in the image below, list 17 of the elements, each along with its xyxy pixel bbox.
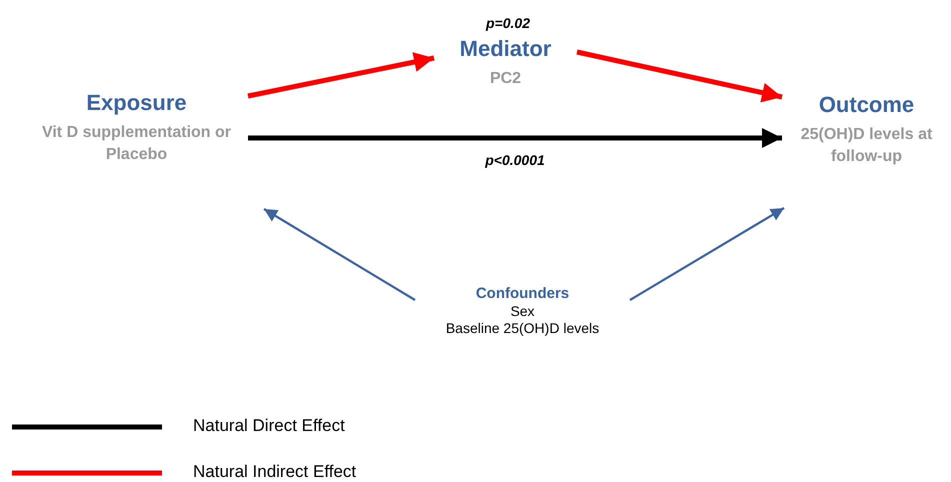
arrow xyxy=(248,128,782,148)
arrow xyxy=(263,208,416,301)
node-title: Mediator xyxy=(458,36,552,62)
legend-label: Natural Direct Effect xyxy=(193,416,345,436)
arrow xyxy=(576,50,783,102)
arrow xyxy=(629,207,785,301)
node-description: Baseline 25(OH)D levels xyxy=(444,320,600,337)
node-title: Exposure xyxy=(85,90,188,116)
node-description: Sex xyxy=(509,303,536,320)
node-description: 25(OH)D levels at follow-up xyxy=(800,125,934,167)
node-description: Vit D supplementation or Placebo xyxy=(40,123,232,165)
arrow xyxy=(248,52,434,98)
node-title: Outcome xyxy=(818,92,916,118)
legend-label: Natural Indirect Effect xyxy=(193,462,356,482)
p-value-label: p=0.02 xyxy=(486,15,530,31)
node-description: PC2 xyxy=(488,69,522,89)
node-title: Confounders xyxy=(474,284,570,303)
